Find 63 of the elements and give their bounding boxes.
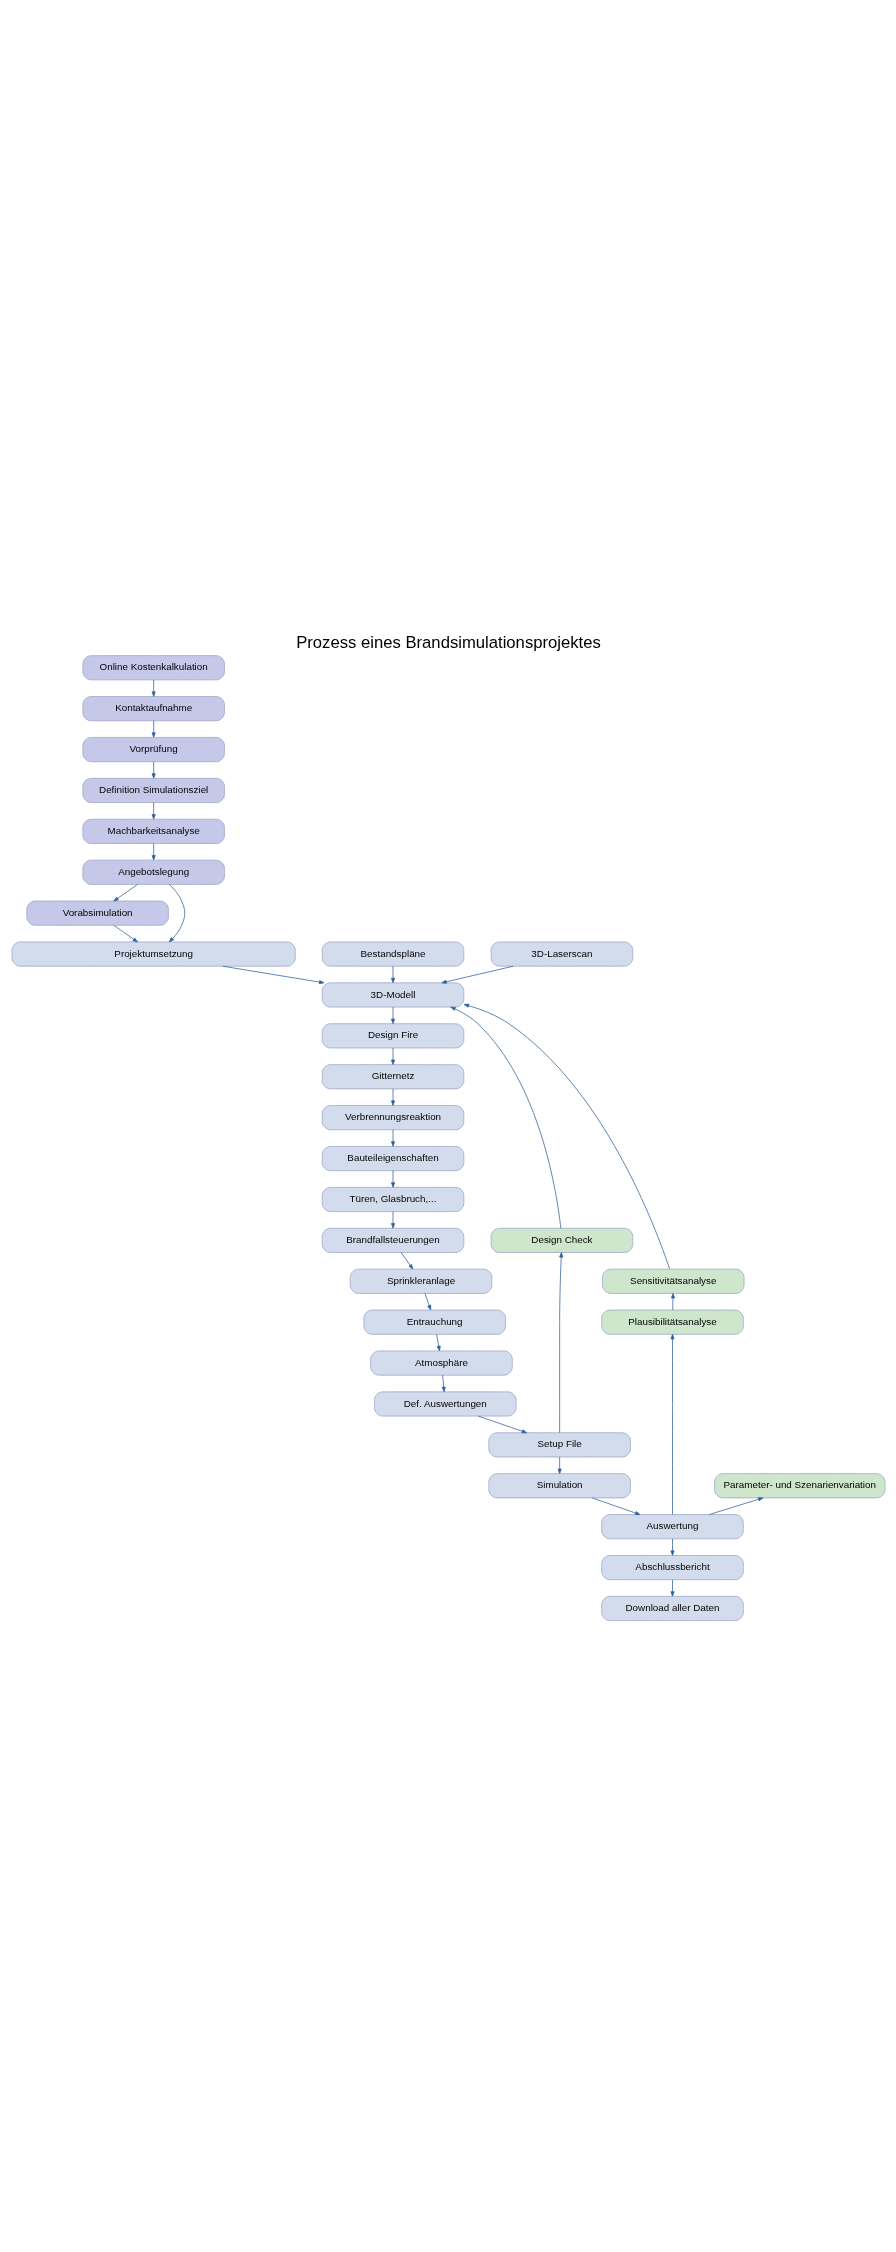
node-box: Atmosphäre — [369, 1350, 513, 1376]
arrow — [435, 1333, 441, 1352]
arrow — [151, 679, 156, 697]
node-box: Parameter- und Szenarienvariation — [713, 1473, 885, 1499]
arrow — [151, 720, 156, 738]
arrow — [477, 1415, 527, 1434]
node-box: Sprinkleranlage — [349, 1268, 492, 1294]
arrow — [558, 1252, 563, 1434]
node-box: Bauteileigenschaften — [321, 1146, 464, 1172]
node-box: Setup File — [487, 1432, 631, 1458]
arrow — [390, 1088, 395, 1106]
node-box: Download aller Daten — [600, 1596, 744, 1621]
arrow — [112, 924, 138, 943]
arrow — [151, 802, 156, 820]
node-box: Sensitivitätsanalyse — [601, 1268, 744, 1294]
node-box: Angebotslegung — [81, 859, 225, 885]
node-box: Kontaktaufnahme — [81, 696, 225, 722]
node-box: Definition Simulationsziel — [81, 777, 225, 803]
arrow — [557, 1456, 562, 1474]
arrow — [424, 1293, 431, 1311]
node-box: Abschlussbericht — [600, 1555, 744, 1581]
arrow — [670, 1293, 675, 1311]
node-box: Machbarkeitsanalyse — [81, 818, 225, 844]
node-box: Auswertung — [600, 1514, 744, 1540]
arrow — [151, 761, 156, 779]
node-box: Gitternetz — [321, 1064, 464, 1090]
arrow — [390, 1047, 395, 1065]
node-box: 3D-Modell — [321, 982, 464, 1008]
arrow — [441, 1374, 446, 1393]
node-box: Design Fire — [321, 1023, 464, 1049]
node-box: Online Kostenkalkulation — [81, 655, 225, 681]
arrow — [591, 1497, 640, 1515]
node-box: Verbrennungsreaktion — [321, 1105, 464, 1131]
arrow — [390, 1129, 395, 1147]
arrow — [222, 965, 324, 985]
node-box: Entrauchung — [363, 1309, 506, 1335]
node-box: Türen, Glasbruch,... — [321, 1186, 464, 1212]
node-box: Bestandspläne — [321, 941, 464, 967]
arrow — [390, 1211, 395, 1229]
arrow — [390, 1170, 395, 1188]
arrow — [112, 884, 138, 902]
arrow — [708, 1497, 763, 1515]
node-box: 3D-Laserscan — [490, 941, 633, 967]
arrow — [400, 1252, 413, 1270]
node-box: Def. Auswertungen — [373, 1391, 516, 1417]
node-box: Vorabsimulation — [25, 900, 169, 926]
arrow — [670, 1334, 674, 1515]
diagram-title: Prozess eines Brandsimulationsprojektes — [295, 632, 601, 652]
arrow — [670, 1538, 674, 1556]
arrow — [670, 1579, 674, 1597]
arrow — [168, 884, 185, 943]
arrow — [463, 1003, 670, 1270]
node-box: Projektumsetzung — [11, 941, 296, 967]
arrow — [151, 843, 156, 861]
node-box: Simulation — [487, 1473, 631, 1499]
arrow — [440, 965, 513, 984]
node-box: Plausibilitätsanalyse — [600, 1309, 744, 1335]
node-box: Vorprüfung — [81, 737, 225, 763]
node-box: Design Check — [490, 1227, 633, 1253]
arrow — [390, 1006, 395, 1024]
arrow — [390, 965, 395, 984]
arrow — [449, 1006, 561, 1229]
node-box: Brandfallsteuerungen — [321, 1227, 464, 1253]
